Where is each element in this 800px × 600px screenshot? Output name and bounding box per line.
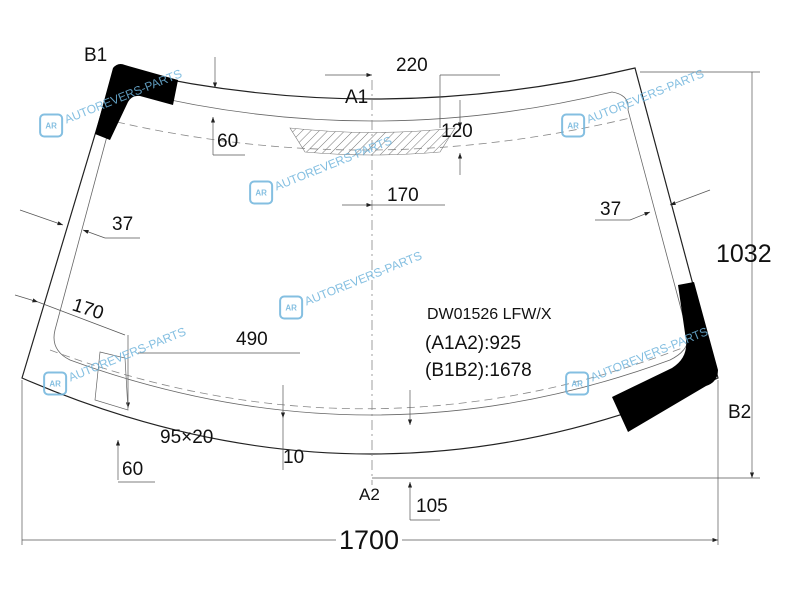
glass-inner-line bbox=[53, 91, 689, 416]
ar-logo-icon: AR bbox=[279, 295, 304, 320]
point-a1: A1 bbox=[345, 87, 369, 108]
ar-logo-icon: AR bbox=[561, 113, 586, 138]
part-b1b2: (B1B2):1678 bbox=[425, 360, 532, 381]
dimension-lines bbox=[14, 57, 760, 545]
dim-top-offset: 60 bbox=[217, 131, 239, 152]
point-b1: B1 bbox=[84, 45, 108, 66]
dim-right-edge: 37 bbox=[600, 199, 622, 220]
ar-logo-icon: AR bbox=[39, 113, 64, 138]
black-corner-bottom-right bbox=[612, 282, 718, 432]
dim-top-width: 220 bbox=[396, 55, 428, 76]
dim-bottom-gap: 10 bbox=[283, 447, 305, 468]
part-code: DW01526 LFW/X bbox=[427, 306, 552, 323]
glass-outline bbox=[21, 67, 719, 455]
ar-logo-icon: AR bbox=[565, 371, 590, 396]
part-a1a2: (A1A2):925 bbox=[425, 333, 522, 354]
dim-bottom-center: 105 bbox=[416, 496, 448, 517]
dim-left-edge: 37 bbox=[112, 214, 134, 235]
dim-bottom-left: 60 bbox=[122, 459, 144, 480]
black-corner-top-left bbox=[95, 64, 178, 140]
point-a2: A2 bbox=[359, 485, 380, 504]
ar-logo-icon: AR bbox=[249, 180, 274, 205]
dim-center-offset: 170 bbox=[387, 185, 419, 206]
dim-total-width: 1700 bbox=[336, 527, 403, 554]
dashed-line bbox=[49, 117, 691, 410]
dim-top-band: 120 bbox=[441, 121, 473, 142]
dim-sensor: 95×20 bbox=[160, 427, 214, 448]
dim-height: 1032 bbox=[716, 240, 772, 268]
hatched-band bbox=[289, 127, 456, 156]
point-b2: B2 bbox=[728, 402, 752, 423]
sensor-outline bbox=[94, 351, 129, 411]
dim-bottom-run: 490 bbox=[236, 329, 268, 350]
ar-logo-icon: AR bbox=[43, 371, 68, 396]
